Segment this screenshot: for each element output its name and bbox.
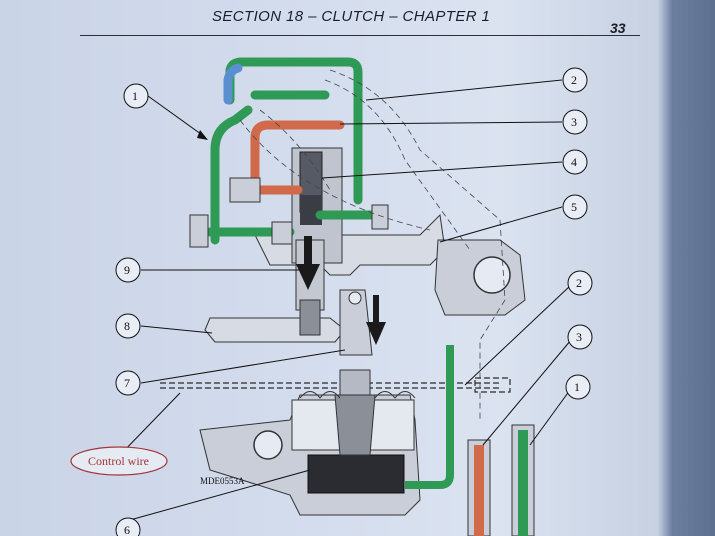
svg-text:6: 6	[124, 523, 130, 536]
figure-reference: MDE0553A	[200, 476, 245, 486]
header-rule	[80, 35, 640, 36]
callout-9: 9	[115, 257, 141, 283]
svg-text:8: 8	[124, 319, 130, 333]
callout-6: 6	[115, 517, 141, 536]
control-wire	[160, 377, 511, 393]
callout-8: 8	[115, 313, 141, 339]
svg-text:3: 3	[571, 115, 577, 129]
hidden-outline-lines	[239, 69, 506, 420]
callout-2-top: 2	[562, 67, 588, 93]
page-number: 33	[610, 20, 626, 36]
valve-housing	[204, 147, 446, 343]
lever-bracket	[339, 239, 526, 356]
flow-arrows	[296, 236, 386, 345]
svg-text:1: 1	[132, 89, 138, 103]
svg-text:7: 7	[124, 376, 130, 390]
pipe-fittings	[189, 177, 389, 248]
svg-text:9: 9	[124, 263, 130, 277]
callout-2-bottom: 2	[567, 270, 593, 296]
callout-5: 5	[562, 194, 588, 220]
callout-4: 4	[562, 149, 588, 175]
callout-7: 7	[115, 370, 141, 396]
clutch-actuator	[199, 369, 421, 516]
callout-1-top: 1	[123, 83, 149, 109]
section-header: SECTION 18 – CLUTCH – CHAPTER 1	[212, 8, 491, 25]
control-wire-label: Control wire	[70, 446, 168, 476]
svg-text:3: 3	[576, 330, 582, 344]
green-supply-line	[405, 345, 454, 489]
callout-1-bottom: 1	[565, 374, 591, 400]
blue-pipe	[223, 63, 243, 105]
svg-text:4: 4	[571, 155, 577, 169]
callout-3-bottom: 3	[567, 324, 593, 350]
svg-text:1: 1	[574, 380, 580, 394]
svg-text:Control wire: Control wire	[88, 454, 149, 468]
svg-text:2: 2	[576, 276, 582, 290]
callout-3-top: 3	[562, 109, 588, 135]
svg-text:5: 5	[571, 200, 577, 214]
svg-text:2: 2	[571, 73, 577, 87]
right-pipes	[467, 424, 535, 536]
callout-leaders	[119, 79, 572, 521]
